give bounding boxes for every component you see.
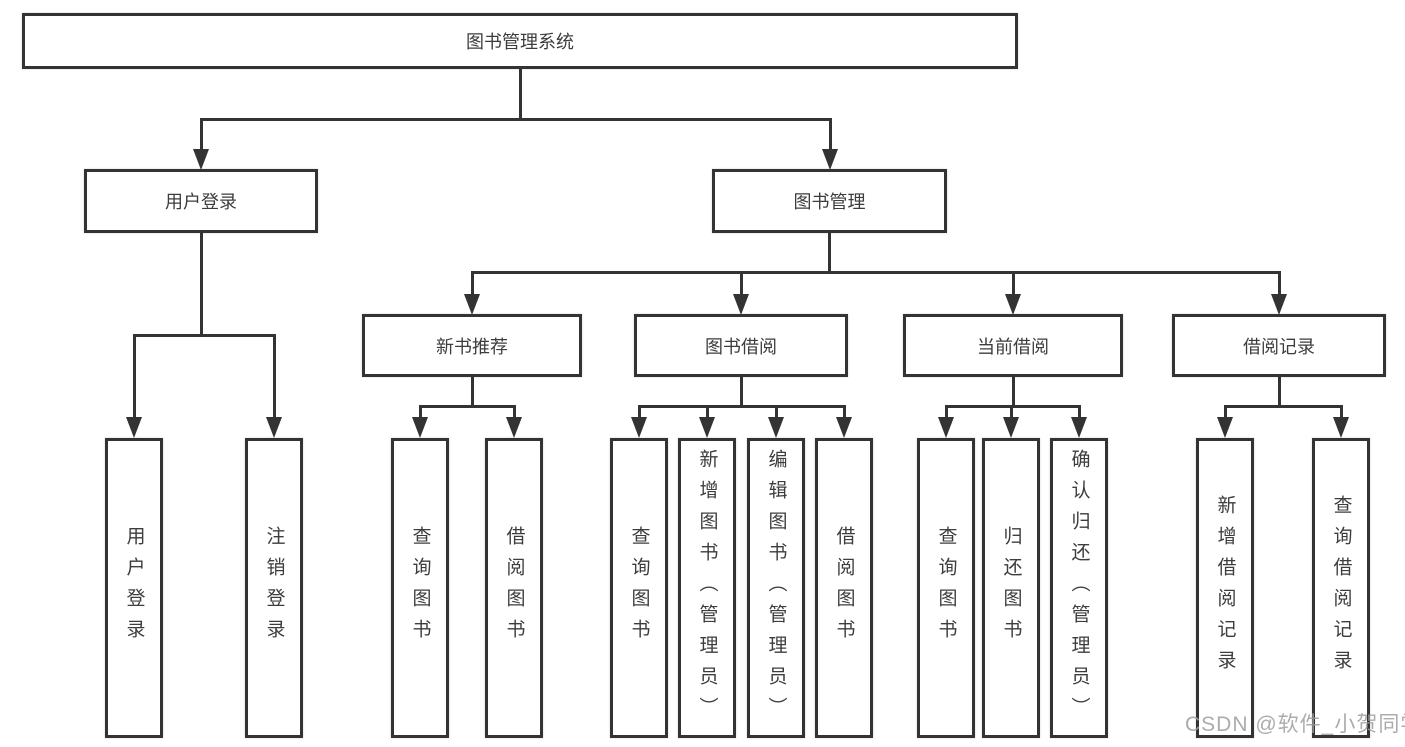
connector-line [1339,405,1343,423]
connector-line [199,119,203,152]
connector-line [944,404,1081,408]
leaf-add-books-admin: 新增图书（管理员） [678,438,736,738]
connector-line [637,404,846,408]
arrowhead-down-icon [768,417,784,438]
connector-line [1223,404,1343,408]
leaf-edit-books-admin: 编辑图书（管理员） [747,438,805,738]
leaf-borrow-books-1: 借阅图书 [485,438,543,738]
connector-line [1009,405,1013,423]
node-root: 图书管理系统 [22,13,1018,69]
leaf-add-borrow-record: 新增借阅记录 [1196,438,1254,738]
arrowhead-down-icon [938,417,954,438]
connector-line [418,404,516,408]
arrowhead-down-icon [464,294,480,315]
node-book-management-branch: 图书管理 [712,169,947,233]
arrowhead-down-icon [1271,294,1287,315]
connector-line [1277,271,1281,298]
node-borrow-records: 借阅记录 [1172,314,1386,377]
connector-line [470,271,474,298]
arrowhead-down-icon [836,417,852,438]
connector-line [944,405,948,423]
connector-line [1277,375,1281,408]
connector-line [828,119,832,152]
connector-line [199,117,832,121]
connector-line [132,334,136,421]
leaf-query-books-1: 查询图书 [391,438,449,738]
arrowhead-down-icon [1071,417,1087,438]
leaf-query-books-3: 查询图书 [917,438,975,738]
leaf-query-books-2: 查询图书 [610,438,668,738]
arrowhead-down-icon [266,417,282,438]
arrowhead-down-icon [631,417,647,438]
connector-line [512,405,516,423]
connector-line [705,405,709,423]
leaf-return-books: 归还图书 [982,438,1040,738]
connector-line [1077,405,1081,423]
node-user-login-branch: 用户登录 [84,169,318,233]
arrowhead-down-icon [1333,417,1349,438]
connector-line [132,333,276,337]
node-new-book-recommend: 新书推荐 [362,314,582,377]
arrowhead-down-icon [506,417,522,438]
connector-line [418,405,422,423]
connector-line [1011,271,1015,298]
arrowhead-down-icon [822,149,838,170]
connector-line [470,270,1281,274]
arrowhead-down-icon [699,417,715,438]
node-current-borrow: 当前借阅 [903,314,1123,377]
leaf-user-login: 用户登录 [105,438,163,738]
connector-line [1223,405,1227,423]
arrowhead-down-icon [1003,417,1019,438]
connector-line [272,334,276,421]
connector-line [739,271,743,298]
connector-line [828,230,831,274]
connector-line [739,375,743,408]
arrowhead-down-icon [733,294,749,315]
leaf-borrow-books-2: 借阅图书 [815,438,873,738]
node-book-borrow: 图书借阅 [634,314,848,377]
watermark: CSDN @软件_小贺同学 [1185,713,1405,736]
leaf-logout: 注销登录 [245,438,303,738]
arrowhead-down-icon [193,149,209,170]
connector-line [842,405,846,423]
arrowhead-down-icon [1217,417,1233,438]
connector-line [199,231,203,337]
connector-line [774,405,778,423]
connector-line [1011,375,1015,408]
connector-line [518,66,522,121]
arrowhead-down-icon [1005,294,1021,315]
connector-line [637,405,641,423]
arrowhead-down-icon [126,417,142,438]
leaf-confirm-return-admin: 确认归还（管理员） [1050,438,1108,738]
arrowhead-down-icon [412,417,428,438]
connector-line [470,375,474,408]
leaf-query-borrow-record: 查询借阅记录 [1312,438,1370,738]
